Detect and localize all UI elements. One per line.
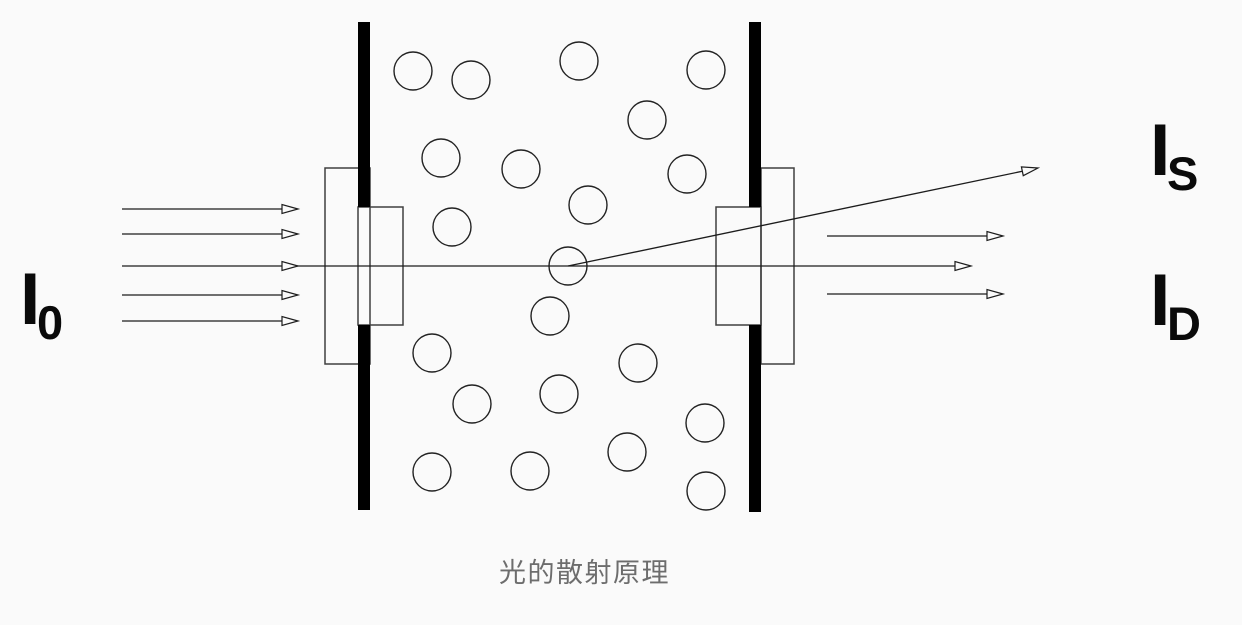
particle — [607, 432, 647, 472]
particle — [559, 41, 599, 81]
particle — [501, 149, 541, 189]
particle — [412, 333, 452, 373]
particle — [686, 50, 726, 90]
particle — [686, 471, 726, 511]
scattered-ray — [567, 167, 1036, 267]
scattered-ray-arrowhead — [1020, 166, 1041, 177]
incident-intensity-subscript: 0 — [37, 296, 64, 349]
particle — [412, 452, 452, 492]
cell-wall-left — [358, 325, 370, 510]
incident-intensity-symbol: I — [20, 259, 41, 340]
incident-ray-arrowhead — [281, 228, 301, 240]
cell-wall-right — [749, 325, 761, 512]
incident-ray-arrowhead — [281, 315, 301, 327]
particle — [452, 384, 492, 424]
scattered-intensity-symbol: I — [1150, 110, 1171, 191]
particle — [421, 138, 461, 178]
particle — [539, 374, 579, 414]
particle — [451, 60, 491, 100]
particle — [510, 451, 550, 491]
scattered-intensity-subscript: S — [1167, 147, 1199, 200]
cell-wall-left — [358, 22, 370, 207]
incident-ray-arrowhead — [281, 260, 301, 272]
incident-ray-arrowhead — [281, 203, 301, 215]
particle — [667, 154, 707, 194]
incident-ray-arrowhead — [281, 289, 301, 301]
diagram-caption: 光的散射原理 — [499, 558, 670, 588]
particle — [393, 51, 433, 91]
direct-intensity-symbol: I — [1150, 260, 1171, 341]
particle — [568, 185, 608, 225]
transmitted-ray-arrowhead — [954, 260, 974, 272]
particle — [530, 296, 570, 336]
direct-output-arrowhead — [986, 230, 1006, 242]
particle — [627, 100, 667, 140]
cell-wall-right — [749, 22, 761, 207]
direct-intensity-subscript: D — [1167, 297, 1201, 350]
particle — [432, 207, 472, 247]
direct-output-arrowhead — [986, 288, 1006, 300]
particle — [685, 403, 725, 443]
particle — [618, 343, 658, 383]
